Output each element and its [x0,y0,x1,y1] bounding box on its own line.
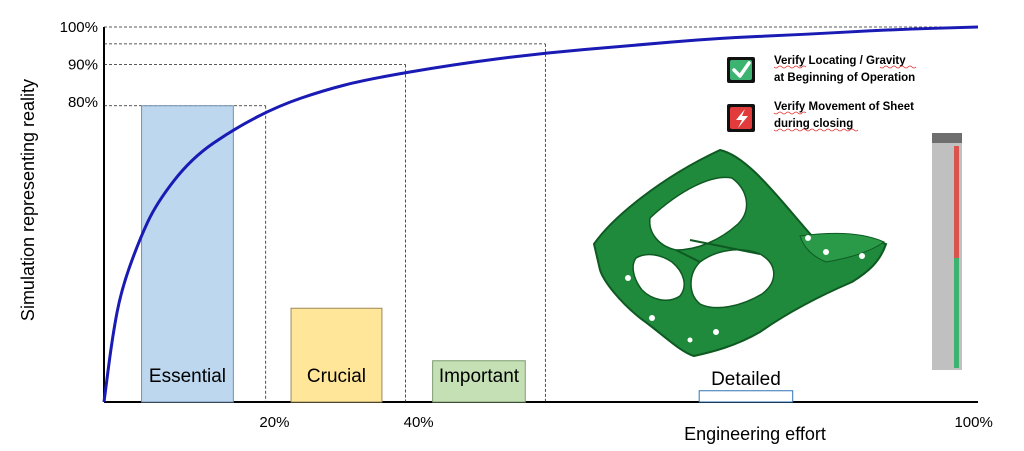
legend-item-lightning-line1: Verify Movement of Sheet [774,101,914,113]
tick-labels: 80% 90% 100% 20% 40% 100% [60,19,993,431]
hood-hole [859,253,865,259]
result-gauge [932,133,962,370]
hood-hole [713,329,719,335]
hood-crossbar [675,239,761,263]
car-hood-illustration [592,148,888,358]
legend-item-check-line1: Verify Locating / Gravity [774,55,906,67]
bar-label-detailed: Detailed [711,369,781,390]
hood-window-left [632,253,685,302]
bar-label-crucial: Crucial [307,366,366,387]
curve-group [102,25,979,403]
spellcheck-squiggle [773,65,807,69]
bar-label-important: Important [439,366,520,387]
hood-hole [805,235,811,241]
gauge-header [932,133,962,143]
bar-label-essential: Essential [149,366,226,387]
spellcheck-squiggle [773,111,807,115]
y-tick-label: 100% [60,19,98,36]
y-tick-label: 80% [68,94,98,111]
gauge-green-bar [954,258,959,368]
x-tick-label: 40% [404,414,434,431]
y-axis-title: Simulation representing reality [18,79,38,321]
spellcheck-squiggle [879,65,917,69]
bar-crucial [290,307,383,403]
bar-essential [141,105,234,403]
bar-detailed [698,390,794,403]
hood-hole [649,315,655,321]
bars-group: Essential Crucial Important Detailed [141,105,794,403]
legend-item-lightning-line2: during closing [774,118,853,130]
bar-important [432,360,526,403]
legend-item-lightning: Verify Movement of Sheet during closing [727,101,914,132]
x-tick-label: 20% [259,414,289,431]
lightning-glyph [736,109,748,128]
x-axis-title: Engineering effort [684,424,826,444]
hood-hole [739,205,745,211]
hood-hole [687,337,693,343]
legend-item-check: Verify Locating / Gravity at Beginning o… [727,55,917,84]
checkmark-glyph [732,61,751,78]
hood-window-upper [649,176,748,251]
series-line [102,25,979,403]
legend-item-check-line2: at Beginning of Operation [774,72,915,84]
hood-hole [735,193,741,199]
hood-hole [625,275,631,281]
hood-wing-right [799,233,885,263]
spellcheck-squiggle [773,128,859,132]
y-tick-label: 90% [68,57,98,74]
x-tick-label: 100% [954,414,992,431]
gauge-red-bar [954,146,959,258]
hood-hole [823,249,829,255]
legend: Verify Locating / Gravity at Beginning o… [727,55,917,132]
